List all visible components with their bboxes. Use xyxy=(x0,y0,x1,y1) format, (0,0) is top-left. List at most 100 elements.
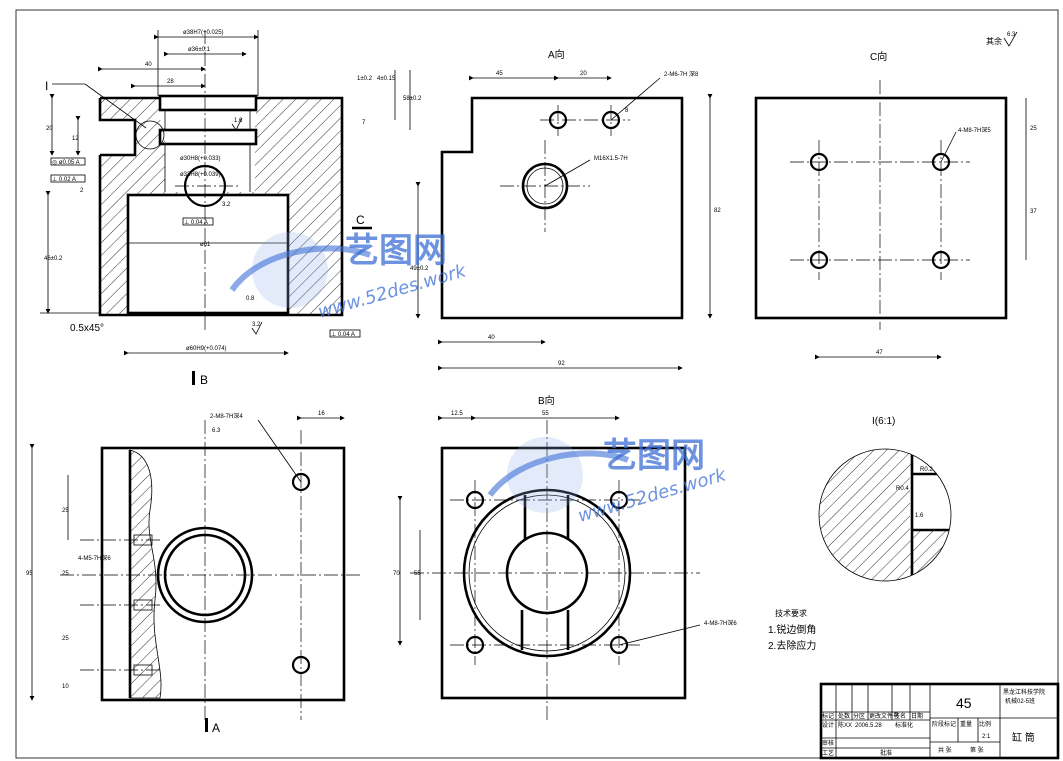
gdt-1: ⊥ 0.02 A xyxy=(52,176,76,183)
a-callout-depth: 8 xyxy=(625,108,629,114)
c-dim-bottom: 47 xyxy=(876,350,883,356)
tb-header-4: 签名 xyxy=(894,712,906,720)
b-dim-55: 55 xyxy=(542,411,549,417)
a-dim-left: 45 xyxy=(496,71,503,77)
tb-process: 工艺 xyxy=(822,749,834,757)
b-view-title: B向 xyxy=(538,394,555,407)
c-callout-holes: 4-M8-7H深5 xyxy=(958,126,991,134)
tb-school: 黑龙江科技学院 xyxy=(1003,688,1045,696)
detail-finish: 1.6 xyxy=(915,513,924,519)
finish-1: 3.2 xyxy=(252,322,261,328)
finish-icon xyxy=(231,117,243,131)
bl-dim-25a: 25 xyxy=(62,508,69,514)
gdt-0: ◎ ø0.05 A xyxy=(52,160,80,166)
tb-approve: 批准 xyxy=(880,749,892,757)
dim-r4: 4±0.15 xyxy=(377,76,396,82)
bl-dim-16: 16 xyxy=(318,411,325,417)
finish-3: 3.2 xyxy=(222,202,231,208)
tb-header-3: 更改文件号 xyxy=(869,712,899,720)
bl-dim-25c: 25 xyxy=(62,636,69,642)
a-view-title: A向 xyxy=(548,48,565,61)
c-view: C向 47 25 37 4-M8-7H深5 xyxy=(754,50,1037,360)
tb-design-label: 设计 xyxy=(822,721,834,729)
finish-2: 0.8 xyxy=(246,296,255,302)
detail-marker-i: I xyxy=(45,79,48,93)
dim-d30: ø30H8(+0.033) xyxy=(180,156,221,162)
tb-stage: 阶段标记 xyxy=(932,720,956,728)
section-view: ø38H7(+0.025) ø36±0.1 40 28 20 12 46±0.2… xyxy=(40,30,422,387)
bl-dim-10: 10 xyxy=(62,684,69,690)
tb-sheets: 共 张 xyxy=(938,746,952,754)
dim-d32: ø32H8(+0.039) xyxy=(180,172,221,178)
technical-notes: 技术要求 1.锐边倒角 2.去除应力 xyxy=(768,608,816,652)
detail-view: I(6:1) R0.2 R0.4 1.6 xyxy=(818,416,952,582)
detail-title: I(6:1) xyxy=(872,416,895,427)
a-dim-height: 82 xyxy=(714,208,721,214)
a-callout-top: 2-M6-7H 深8 xyxy=(664,70,699,78)
note-item-2: 2.去除应力 xyxy=(768,639,816,652)
detail-r02: R0.2 xyxy=(920,467,933,473)
bl-callout-top: 2-M8-7H深4 xyxy=(210,412,243,420)
roughness-label: 其余 xyxy=(986,36,1002,46)
tb-class: 机械02-5班 xyxy=(1005,697,1035,705)
bl-arrow-label: A xyxy=(212,721,220,735)
notes-title: 技术要求 xyxy=(775,608,807,618)
view-marker-b: B xyxy=(200,373,208,387)
view-marker-c: C xyxy=(356,213,365,227)
a-dim-v49: 49±0.2 xyxy=(410,266,429,272)
a-view: A向 45 20 82 92 40 49±0.2 2-M6-7H 深8 M16X… xyxy=(410,48,721,371)
gdt-frames: ◎ ø0.05 A ⊥ 0.02 A ⊥ 0.04 A ⊥ 0.04 A xyxy=(50,157,361,338)
note-item-1: 1.锐边倒角 xyxy=(768,623,816,636)
view-arrow-a xyxy=(205,718,208,732)
dim-d28: 28 xyxy=(167,79,174,85)
detail-r04: R0.4 xyxy=(896,486,909,492)
dim-d12: 12 xyxy=(72,136,79,142)
tb-header-0: 标记 xyxy=(822,712,834,720)
a-callout-center: M16X1.5-7H xyxy=(594,156,628,162)
section-arrow-b xyxy=(192,371,195,385)
c-dim-25: 25 xyxy=(1030,126,1037,132)
tb-header-2: 分区 xyxy=(853,712,865,720)
tb-review: 审核 xyxy=(822,739,834,747)
dim-r58: 58±0.2 xyxy=(403,96,422,102)
gdt-3: ⊥ 0.04 A xyxy=(331,331,355,338)
roughness-icon xyxy=(1003,31,1018,47)
tb-scale-value: 2:1 xyxy=(982,734,991,740)
bl-dim-25b: 25 xyxy=(62,571,69,577)
title-block: 标记 处数 分区 更改文件号 签名 日期 设计 陈XX 2006.5.28 标准… xyxy=(819,682,1060,760)
dim-d36: ø36±0.1 xyxy=(188,47,211,53)
b-view: B向 12.5 55 70 55 4-M8-7H深6 xyxy=(393,394,737,720)
c-view-title: C向 xyxy=(870,50,887,63)
tb-scale: 比例 xyxy=(979,720,991,728)
tb-material: 45 xyxy=(956,695,972,711)
dim-r2: 2 xyxy=(80,188,84,194)
b-dim-left55: 55 xyxy=(414,571,421,577)
bl-callout-side: 4-M5-7H深6 xyxy=(78,554,111,562)
watermark-brand-2: 艺图网 xyxy=(603,436,705,476)
gdt-2: ⊥ 0.04 A xyxy=(184,219,208,226)
a-dim-b40: 40 xyxy=(488,335,495,341)
dim-r7: 7 xyxy=(362,120,366,126)
tb-header-5: 日期 xyxy=(911,712,923,720)
dim-d38: ø38H7(+0.025) xyxy=(183,30,224,36)
watermark-brand: 艺图网 xyxy=(345,231,447,271)
c-dim-37: 37 xyxy=(1030,209,1037,215)
tb-standard: 标准化 xyxy=(895,721,913,729)
dim-h46: 46±0.2 xyxy=(44,256,63,262)
b-dim-70: 70 xyxy=(393,571,400,577)
finish-icon xyxy=(251,321,263,335)
tb-part-name: 缸 筒 xyxy=(1012,731,1035,744)
bl-dim-95: 95 xyxy=(26,571,33,577)
finish-0: 1.6 xyxy=(234,118,243,124)
tb-sheet: 第 张 xyxy=(970,746,984,754)
dim-d20: 20 xyxy=(46,126,53,132)
a-dim-bottom: 92 xyxy=(558,361,565,367)
dim-d61: ø61 xyxy=(200,242,211,248)
tb-weight: 重量 xyxy=(960,720,972,728)
bottom-left-view: 16 95 25 25 25 10 2-M8-7H深4 6.3 4-M5-7H深… xyxy=(26,411,360,735)
general-roughness: 其余 6.3 xyxy=(986,31,1018,47)
tb-designer: 陈XX xyxy=(838,721,852,729)
border-frame xyxy=(15,9,1059,759)
